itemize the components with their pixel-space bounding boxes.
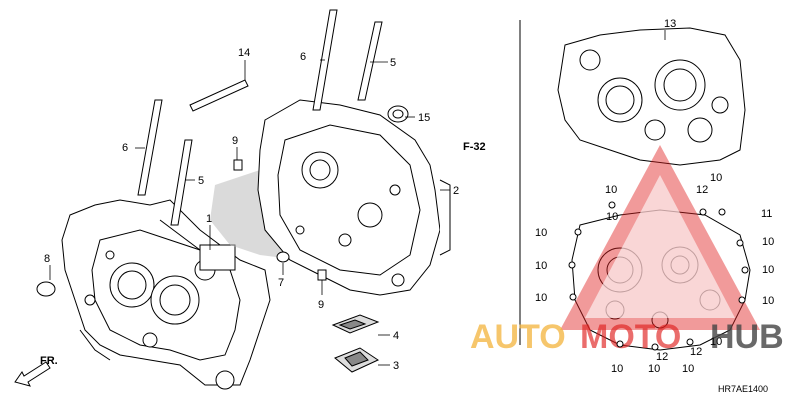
bolt-markers xyxy=(568,201,749,351)
callout-9a: 9 xyxy=(232,135,238,147)
crankcase-gasket-13 xyxy=(557,27,746,166)
leader-lines xyxy=(49,30,666,366)
callout-10-c: 10 xyxy=(606,211,618,223)
watermark: AUTO MOTO HUB xyxy=(470,145,784,356)
callout-7: 7 xyxy=(278,277,284,289)
callout-12b: 12 xyxy=(656,351,668,363)
callout-3: 3 xyxy=(393,360,399,372)
watermark-moto: MOTO xyxy=(580,318,681,356)
callout-10-d: 10 xyxy=(535,227,547,239)
callout-8: 8 xyxy=(44,253,50,265)
callout-6b: 6 xyxy=(300,51,306,63)
callout-10-k: 10 xyxy=(611,363,623,375)
callout-12c: 12 xyxy=(690,346,702,358)
callout-10-j: 10 xyxy=(710,336,722,348)
dowel-pins xyxy=(233,159,327,281)
callout-11: 11 xyxy=(761,208,772,220)
callouts: 14 6 5 1 8 9 6 5 15 F-32 2 7 9 4 3 13 11… xyxy=(44,18,774,394)
callout-5a: 5 xyxy=(198,175,204,187)
callout-6a: 6 xyxy=(122,142,128,154)
callout-10-a: 10 xyxy=(710,172,722,184)
o-ring-8 xyxy=(36,281,56,297)
callout-10-b: 10 xyxy=(605,184,617,196)
callout-10-h: 10 xyxy=(762,264,774,276)
callout-10-l: 10 xyxy=(648,363,660,375)
fr-label: FR. xyxy=(40,355,58,367)
ref-f32: F-32 xyxy=(463,141,486,153)
callout-10-g: 10 xyxy=(762,236,774,248)
callout-1: 1 xyxy=(206,213,212,225)
strainer-3 xyxy=(334,347,380,373)
callout-10-i: 10 xyxy=(762,295,774,307)
strainer-4 xyxy=(331,314,380,334)
callout-2: 2 xyxy=(453,185,459,197)
callout-15: 15 xyxy=(418,112,430,124)
callout-10-e: 10 xyxy=(535,260,547,272)
callout-4: 4 xyxy=(393,330,399,342)
callout-10-m: 10 xyxy=(682,363,694,375)
callout-14: 14 xyxy=(238,47,250,59)
watermark-auto: AUTO xyxy=(470,318,566,356)
right-crankcase xyxy=(257,99,451,296)
oil-seal-15 xyxy=(387,105,409,123)
front-arrow-icon: FR. xyxy=(14,355,58,387)
callout-12a: 12 xyxy=(696,184,708,196)
left-crankcase xyxy=(61,199,271,390)
callout-9b: 9 xyxy=(318,299,324,311)
watermark-hub: HUB xyxy=(710,318,784,356)
callout-5b: 5 xyxy=(390,57,396,69)
diagram-code: HR7AE1400 xyxy=(718,384,768,394)
stud-bolts-left xyxy=(137,79,249,226)
callout-13: 13 xyxy=(664,18,676,30)
callout-10-f: 10 xyxy=(535,292,547,304)
